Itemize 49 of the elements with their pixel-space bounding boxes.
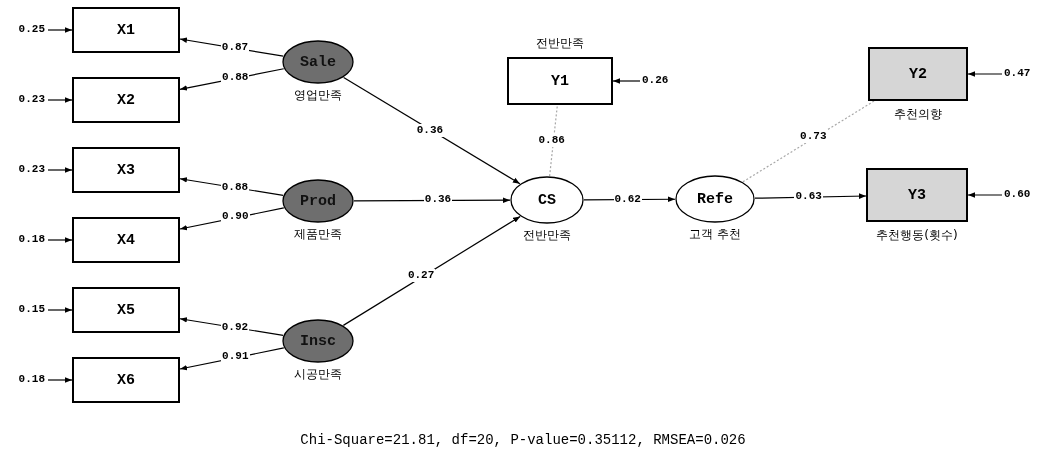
node-label: 전반만족 (523, 227, 571, 244)
node-label: X6 (117, 371, 135, 389)
edge-label: 0.27 (406, 269, 436, 283)
node-label: 영업만족 (294, 87, 342, 104)
edge-label: 0.88 (220, 180, 250, 194)
edge-label: 0.90 (221, 210, 250, 224)
arrow (47, 237, 73, 243)
arrow (967, 71, 1003, 77)
node-label: Prod (300, 192, 336, 210)
node-label: X2 (117, 91, 135, 109)
arrow (967, 192, 1003, 198)
edge-label: 0.92 (220, 320, 250, 334)
node-label: X5 (117, 301, 135, 319)
indicator-box (72, 77, 180, 123)
node-label: 추천행동(횟수) (876, 227, 958, 244)
arrow (47, 377, 73, 383)
node-label: Y2 (909, 65, 927, 83)
node-label: X3 (117, 161, 135, 179)
edge-label: 0.91 (221, 350, 250, 364)
node-label: 추천의향 (894, 106, 942, 123)
indicator-box (72, 357, 180, 403)
node-label: 고객 추천 (689, 226, 741, 243)
arrow (342, 215, 521, 326)
node-label: Insc (300, 332, 336, 350)
node-label: Y1 (551, 72, 569, 90)
arrow (343, 76, 521, 185)
node-label: 제품만족 (294, 226, 342, 243)
indicator-box (72, 7, 180, 53)
arrow (47, 307, 73, 313)
indicator-box (72, 147, 180, 193)
node-label: 시공만족 (294, 366, 342, 383)
arrow (612, 78, 641, 84)
indicator-box (72, 217, 180, 263)
arrow (47, 167, 73, 173)
arrow (47, 97, 73, 103)
edge-label: 0.36 (415, 123, 445, 137)
node-label: 전반만족 (536, 35, 584, 52)
node-label: Sale (300, 53, 336, 71)
arrow (47, 27, 73, 33)
edge-label: 0.88 (221, 71, 250, 84)
fit-statistics: Chi-Square=21.81, df=20, P-value=0.35112, RMSEA=0.026 (300, 432, 746, 448)
edge-label: 0.86 (537, 133, 566, 147)
node-label: X4 (117, 231, 135, 249)
indicator-box (72, 287, 180, 333)
node-label: Refe (697, 190, 733, 208)
edge-label: 0.73 (799, 130, 828, 144)
node-label: Y3 (908, 186, 926, 204)
node-label: X1 (117, 21, 135, 39)
node-label: CS (538, 191, 556, 209)
